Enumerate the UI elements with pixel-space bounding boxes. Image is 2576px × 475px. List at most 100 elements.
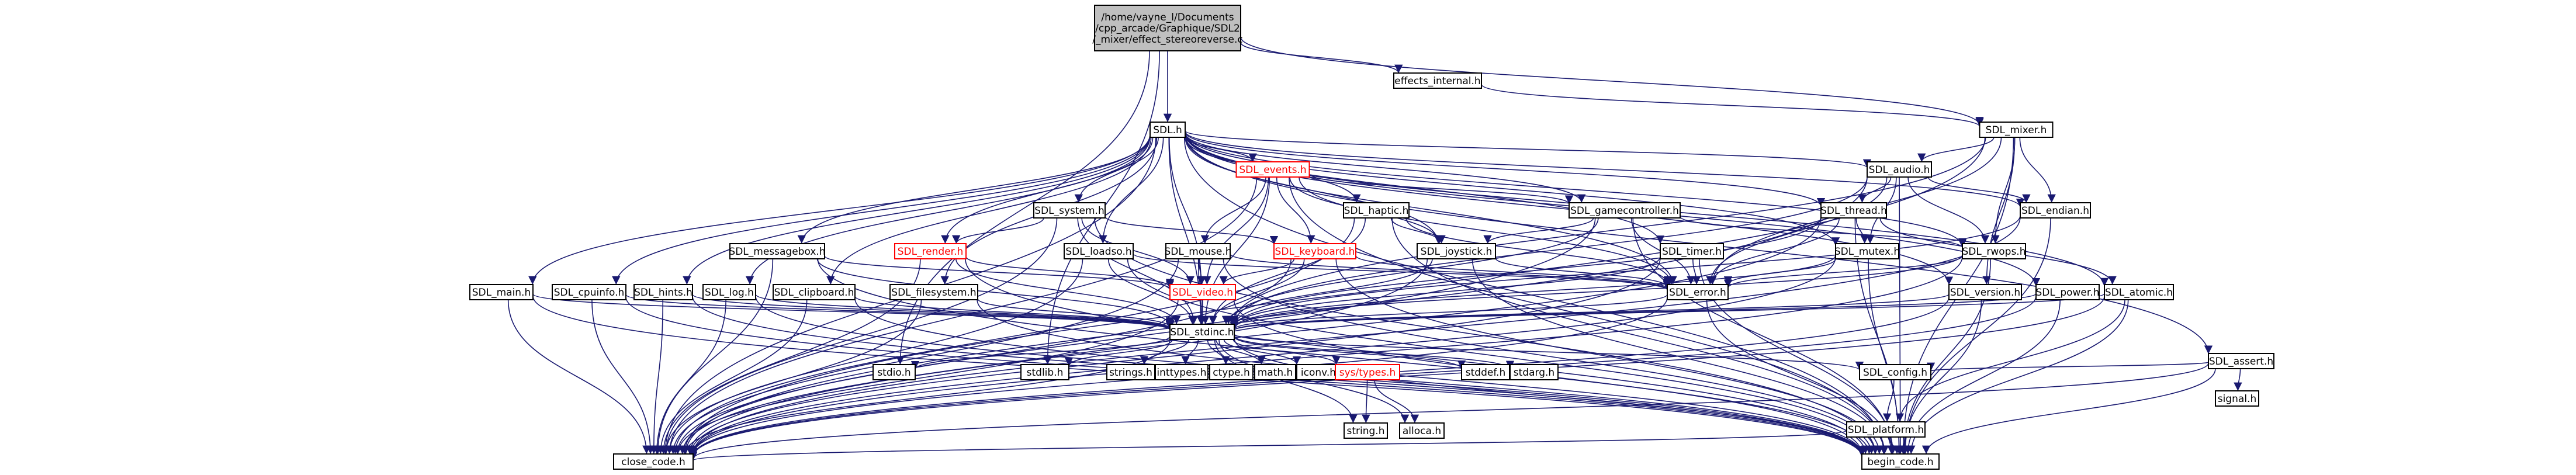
file-node-box: [552, 284, 626, 300]
file-node-sdl-power[interactable]: SDL_power.h: [2035, 284, 2100, 300]
file-node-sdl-gamecontroller[interactable]: SDL_gamecontroller.h: [1569, 202, 1681, 219]
file-node-sdl-mutex[interactable]: SDL_mutex.h: [1834, 243, 1900, 259]
include-edge-SDL_timer-to-close_code: [687, 257, 1661, 455]
include-edge-SDL-to-SDL_render: [941, 137, 1154, 244]
file-node-sdl-atomic[interactable]: SDL_atomic.h: [2104, 284, 2174, 300]
file-node-sdl-mixer[interactable]: SDL_mixer.h: [1979, 122, 2054, 138]
file-node-math[interactable]: math.h: [1254, 364, 1296, 380]
include-edge-SDL-to-SDL_mutex: [1185, 133, 1840, 246]
file-node-label: sys/types.h: [1339, 367, 1396, 379]
include-edge-SDL_filesystem-to-SDL_stdinc: [977, 298, 1175, 328]
file-node-sdl-events[interactable]: SDL_events.h: [1235, 161, 1310, 178]
file-node-sdl-cpuinfo[interactable]: SDL_cpuinfo.h: [552, 284, 626, 300]
file-node-box: [1335, 364, 1400, 380]
file-node-box: [2215, 390, 2259, 407]
file-node-root[interactable]: /home/vayne_l/Documents/cpp_arcade/Graph…: [1092, 5, 1243, 51]
file-node-sdl-messagebox[interactable]: SDL_messagebox.h: [729, 243, 826, 259]
include-edge-SDL_mutex-to-close_code: [688, 256, 1836, 455]
file-node-sdl-render[interactable]: SDL_render.h: [894, 243, 967, 259]
include-edge-SDL_joystick-to-SDL_error: [1495, 257, 1672, 287]
file-node-box: [773, 284, 856, 300]
include-edge-SDL_cpuinfo-to-close_code: [591, 299, 655, 455]
file-node-sdl-stdinc[interactable]: SDL_stdinc.h: [1169, 324, 1235, 340]
file-node-label: /home/vayne_l/Documents: [1101, 12, 1234, 23]
file-node-stdlib[interactable]: stdlib.h: [1020, 364, 1069, 380]
include-edge-SDL_haptic-to-SDL_stdinc: [1209, 217, 1366, 325]
file-node-sdl-clipboard[interactable]: SDL_clipboard.h: [773, 284, 856, 300]
file-node-box: [1169, 284, 1236, 300]
file-node-close-code[interactable]: close_code.h: [613, 453, 694, 470]
include-edge-SDL_video-to-SDL_stdinc: [1197, 299, 1207, 325]
file-node-sdl-system[interactable]: SDL_system.h: [1033, 202, 1106, 219]
include-edge-SDL_thread-to-SDL_error: [1708, 217, 1840, 285]
file-node-stdio[interactable]: stdio.h: [872, 364, 916, 380]
file-node-label: SDL_joystick.h: [1421, 246, 1493, 258]
file-node-string[interactable]: string.h: [1344, 422, 1388, 439]
include-edge-SDL_messagebox-to-SDL_stdinc: [816, 258, 1175, 326]
file-node-box: [1165, 243, 1231, 259]
file-node-box: [1417, 243, 1496, 259]
file-node-alloca[interactable]: alloca.h: [1399, 422, 1445, 439]
file-node-stddef[interactable]: stddef.h: [1461, 364, 1510, 380]
file-node-sdl-log[interactable]: SDL_log.h: [702, 284, 756, 300]
include-edge-SDL_filesystem-to-close_code: [662, 299, 922, 455]
file-node-sdl-filesystem[interactable]: SDL_filesystem.h: [889, 284, 978, 300]
file-node-inttypes[interactable]: inttypes.h: [1155, 364, 1209, 380]
file-node-begin-code[interactable]: begin_code.h: [1861, 453, 1940, 470]
file-node-sdl-mouse[interactable]: SDL_mouse.h: [1164, 243, 1232, 259]
file-node-sdl-timer[interactable]: SDL_timer.h: [1660, 243, 1724, 259]
file-node-box: [1461, 364, 1510, 380]
file-node-sdl-hints[interactable]: SDL_hints.h: [633, 284, 693, 300]
file-node-label: inttypes.h: [1157, 367, 1206, 379]
file-node-label: math.h: [1258, 367, 1293, 379]
file-node-sdl-audio[interactable]: SDL_audio.h: [1867, 161, 1932, 178]
file-node-sdl-assert[interactable]: SDL_assert.h: [2208, 353, 2274, 369]
file-node-sdl-error[interactable]: SDL_error.h: [1667, 284, 1729, 300]
include-edge-SDL_power-to-SDL_stdinc: [1230, 293, 2037, 331]
file-node-label: iconv.h: [1301, 367, 1336, 379]
file-node-label: SDL_mouse.h: [1164, 246, 1231, 258]
file-node-sdl-video[interactable]: SDL_video.h: [1169, 284, 1236, 300]
file-node-signal[interactable]: signal.h: [2215, 390, 2259, 407]
include-edge-SDL_thread-to-SDL_mutex: [1855, 217, 1869, 244]
file-node-sdl-loadso[interactable]: SDL_loadso.h: [1064, 243, 1134, 259]
file-node-strings[interactable]: strings.h: [1106, 364, 1155, 380]
file-node-sdl-endian[interactable]: SDL_endian.h: [2020, 202, 2091, 219]
file-node-box: [2020, 202, 2091, 219]
file-node-box: [1209, 364, 1254, 380]
include-edge-SDL_timer-to-SDL_stdinc: [1230, 256, 1661, 327]
file-node-iconv[interactable]: iconv.h: [1296, 364, 1341, 380]
file-node-sdl-haptic[interactable]: SDL_haptic.h: [1343, 202, 1410, 219]
include-edge-SDL_messagebox-to-SDL_video: [824, 255, 1174, 290]
file-node-box: [729, 243, 825, 259]
file-node-sdl-keyboard[interactable]: SDL_keyboard.h: [1273, 243, 1356, 259]
file-node-sdl-config[interactable]: SDL_config.h: [1859, 364, 1931, 380]
include-edge-SDL_keyboard-to-begin_code: [1335, 258, 1883, 455]
file-node-label: SDL_assert.h: [2209, 356, 2273, 367]
include-edge-SDL-to-SDL_clipboard: [826, 137, 1152, 285]
file-node-sdl-rwops[interactable]: SDL_rwops.h: [1962, 243, 2026, 259]
file-node-label: SDL_render.h: [898, 246, 964, 258]
file-node-sdl-thread[interactable]: SDL_thread.h: [1820, 202, 1887, 219]
file-node-stdarg[interactable]: stdarg.h: [1509, 364, 1559, 380]
file-node-box: [2208, 353, 2274, 369]
file-node-label: effects_internal.h: [1394, 75, 1480, 87]
file-node-box: [1155, 364, 1209, 380]
file-node-sdl-platform[interactable]: SDL_platform.h: [1846, 421, 1926, 438]
file-node-sdl-joystick[interactable]: SDL_joystick.h: [1417, 243, 1496, 259]
include-edge-SDL_system-to-SDL_stdinc: [1077, 217, 1198, 325]
file-node-sdl-main[interactable]: SDL_main.h: [469, 284, 534, 300]
include-edge-SDL_stdinc-to-sys_types: [1232, 339, 1341, 365]
include-edge-SDL-to-SDL_messagebox: [797, 135, 1151, 244]
file-node-sdl-version[interactable]: SDL_version.h: [1948, 284, 2022, 300]
include-edge-SDL_platform-to-close_code: [689, 430, 1847, 461]
file-node-effects-internal[interactable]: effects_internal.h: [1393, 72, 1482, 89]
file-node-box: [1660, 243, 1724, 259]
include-edge-SDL_mouse-to-SDL_video: [1197, 258, 1206, 285]
file-node-label: /_mixer/effect_stereoreverse.c: [1092, 34, 1242, 46]
file-node-sys-types[interactable]: sys/types.h: [1335, 364, 1400, 380]
file-node-sdl[interactable]: SDL.h: [1149, 122, 1186, 138]
include-edge-SDL_config-to-SDL_platform: [1882, 379, 1895, 422]
file-node-label: SDL_filesystem.h: [891, 287, 976, 299]
file-node-ctype[interactable]: ctype.h: [1209, 364, 1254, 380]
